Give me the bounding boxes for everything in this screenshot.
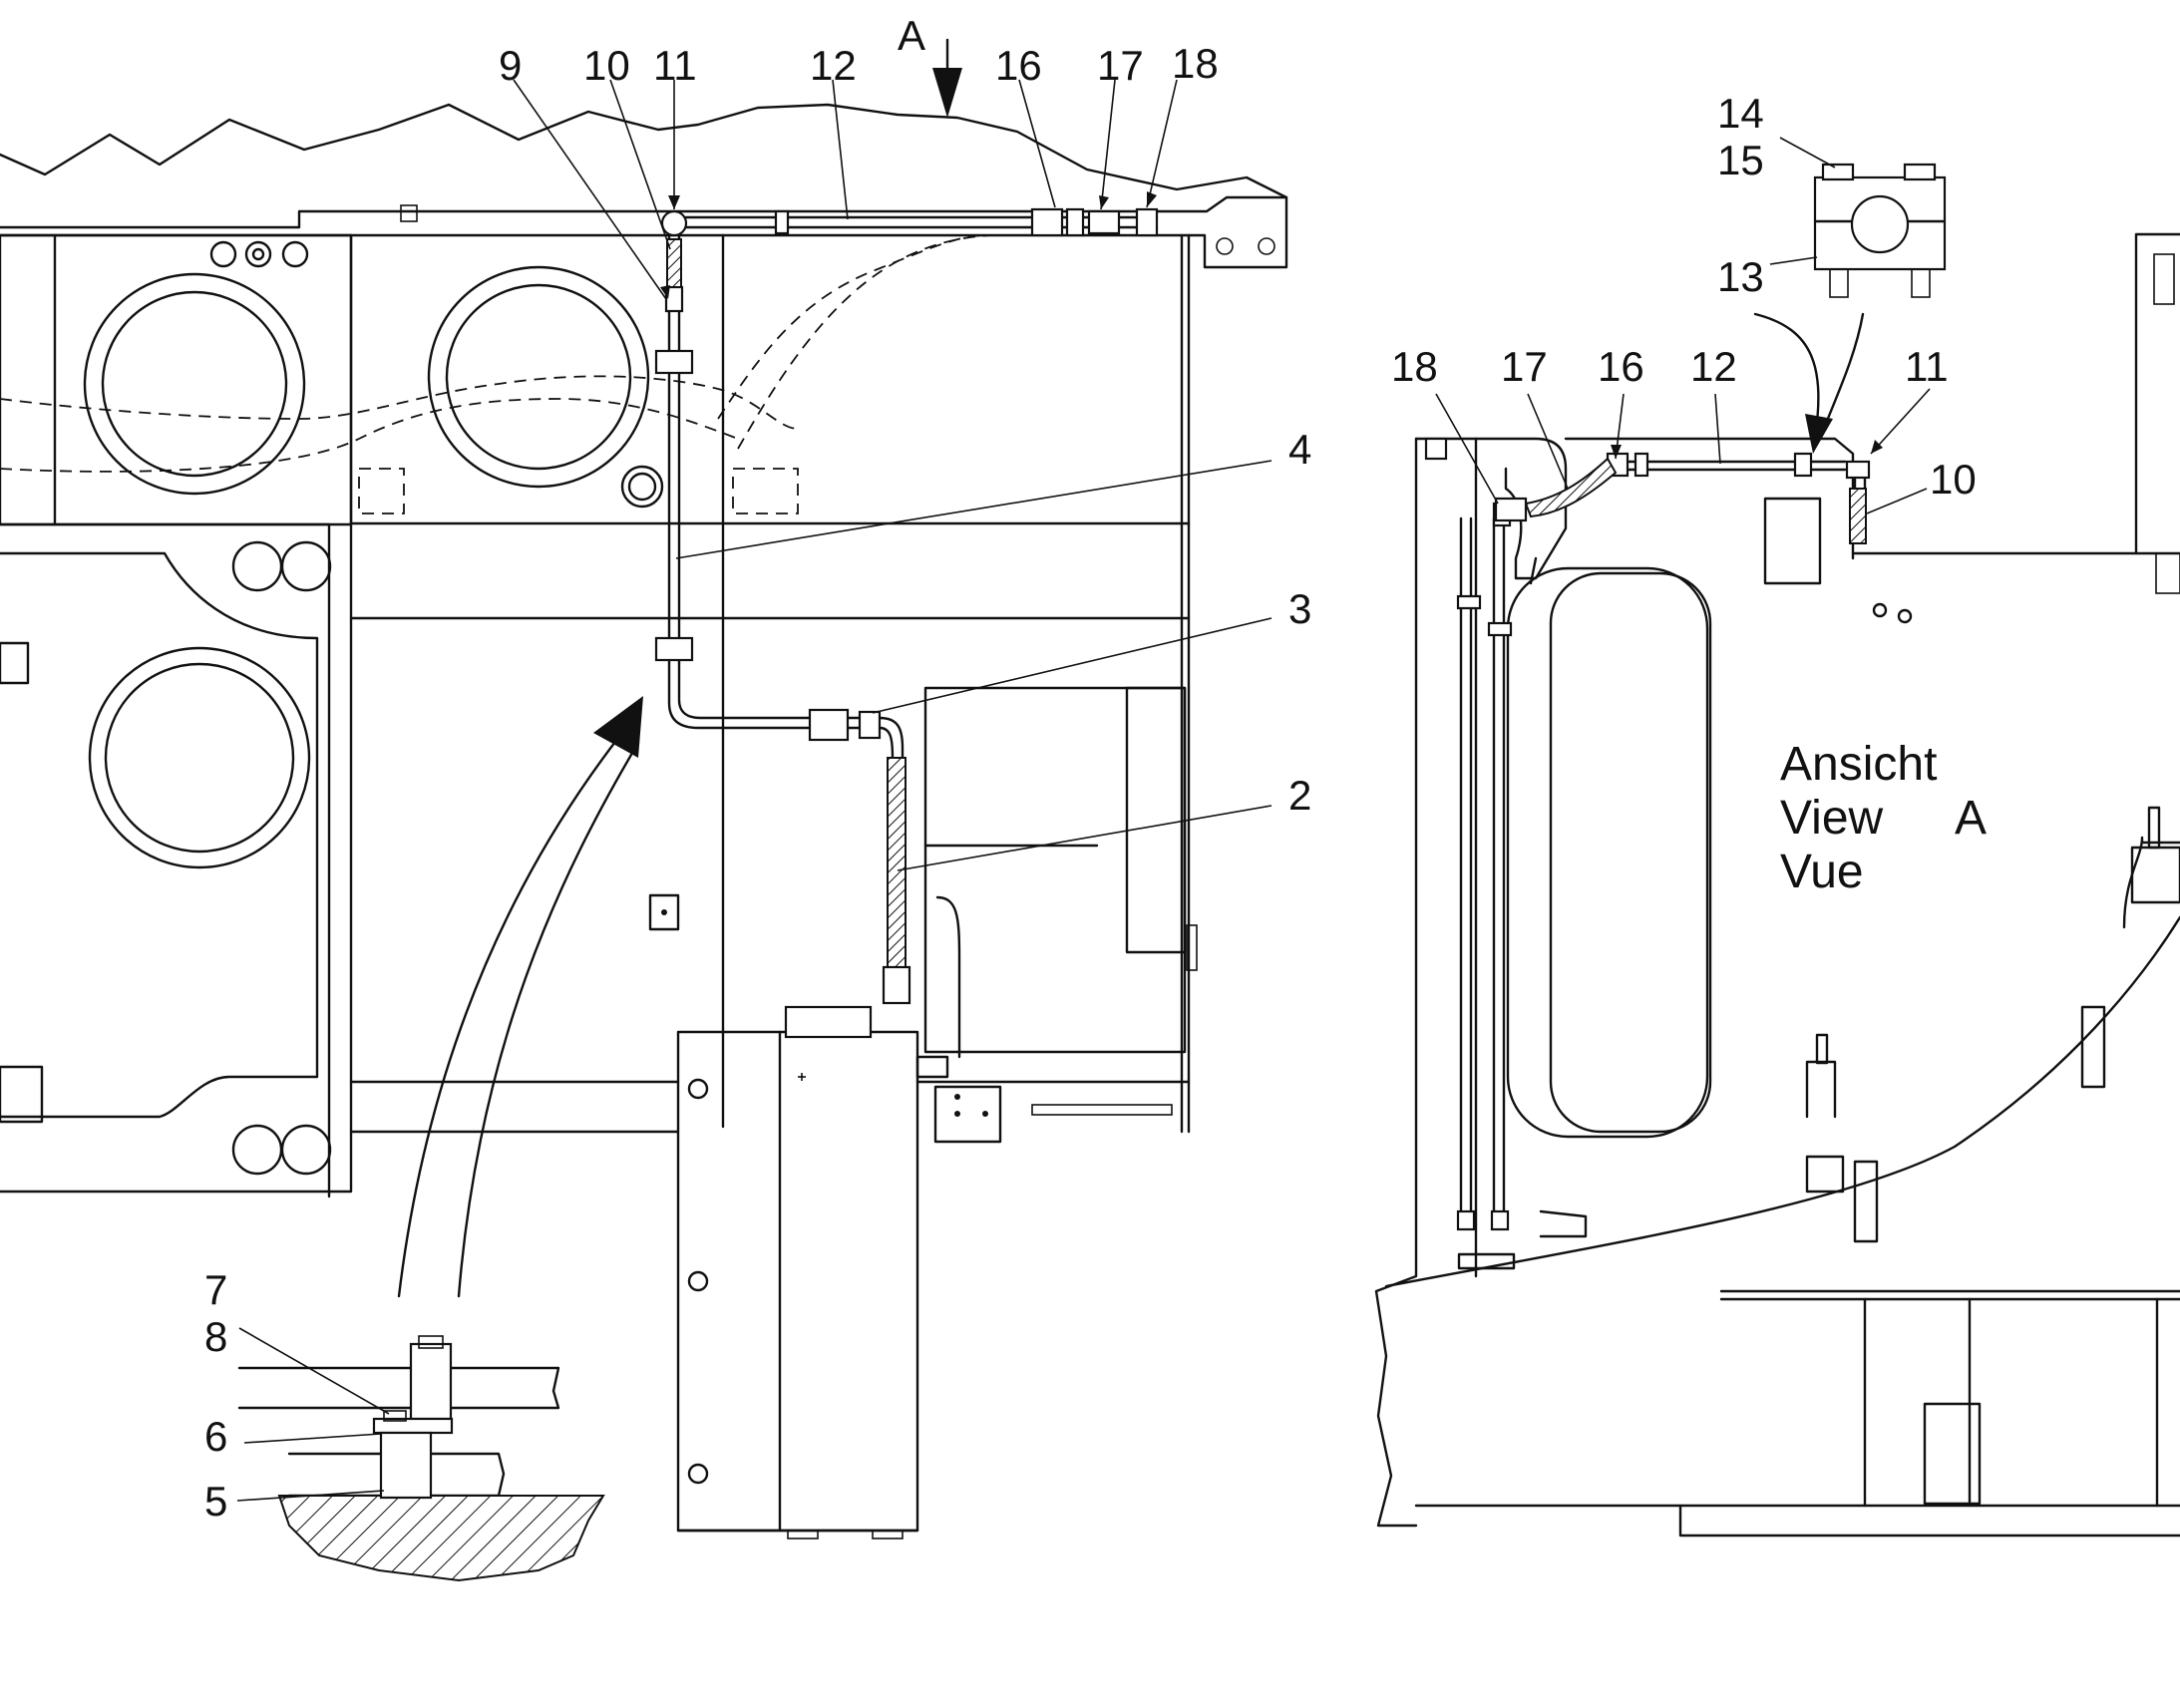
view-title-line1: Ansicht	[1780, 738, 1937, 791]
callout-3: 3	[1288, 585, 1311, 632]
callout-17-view-a: 17	[1501, 343, 1548, 390]
view-arrow-label: A	[898, 12, 925, 59]
callout-17: 17	[1097, 42, 1144, 89]
callout-16: 16	[995, 42, 1042, 89]
callout-12-view-a: 12	[1690, 343, 1737, 390]
callout-15: 15	[1717, 137, 1764, 183]
clamp-detail: 7 8 6 5	[204, 1266, 605, 1582]
view-title-letter: A	[1955, 792, 1987, 845]
callout-11-view-a: 11	[1905, 343, 1949, 390]
main-view: A 9 10 11 12 16 17 18 4 3 2	[0, 12, 1311, 1539]
callout-10: 10	[583, 42, 630, 89]
callout-4: 4	[1288, 426, 1311, 473]
callout-10-view-a: 10	[1930, 456, 1977, 503]
break-line-top	[0, 103, 1288, 199]
view-a: 14 15 13 18 17 16 12 11 10 Ansicht View …	[1374, 90, 2180, 1537]
callout-8: 8	[204, 1313, 227, 1360]
callout-12: 12	[810, 42, 857, 89]
callout-2: 2	[1288, 772, 1311, 819]
callout-7: 7	[204, 1266, 227, 1313]
callout-18: 18	[1172, 40, 1219, 87]
callout-18-view-a: 18	[1391, 343, 1438, 390]
callout-5: 5	[204, 1478, 227, 1525]
callout-11: 11	[653, 42, 697, 89]
callout-9: 9	[499, 42, 522, 89]
callout-16-view-a: 16	[1598, 343, 1644, 390]
callout-14: 14	[1717, 90, 1764, 137]
view-title-line2: View	[1780, 792, 1884, 845]
callout-6: 6	[204, 1413, 227, 1460]
callout-13: 13	[1717, 253, 1764, 300]
view-title-line3: Vue	[1780, 846, 1864, 898]
